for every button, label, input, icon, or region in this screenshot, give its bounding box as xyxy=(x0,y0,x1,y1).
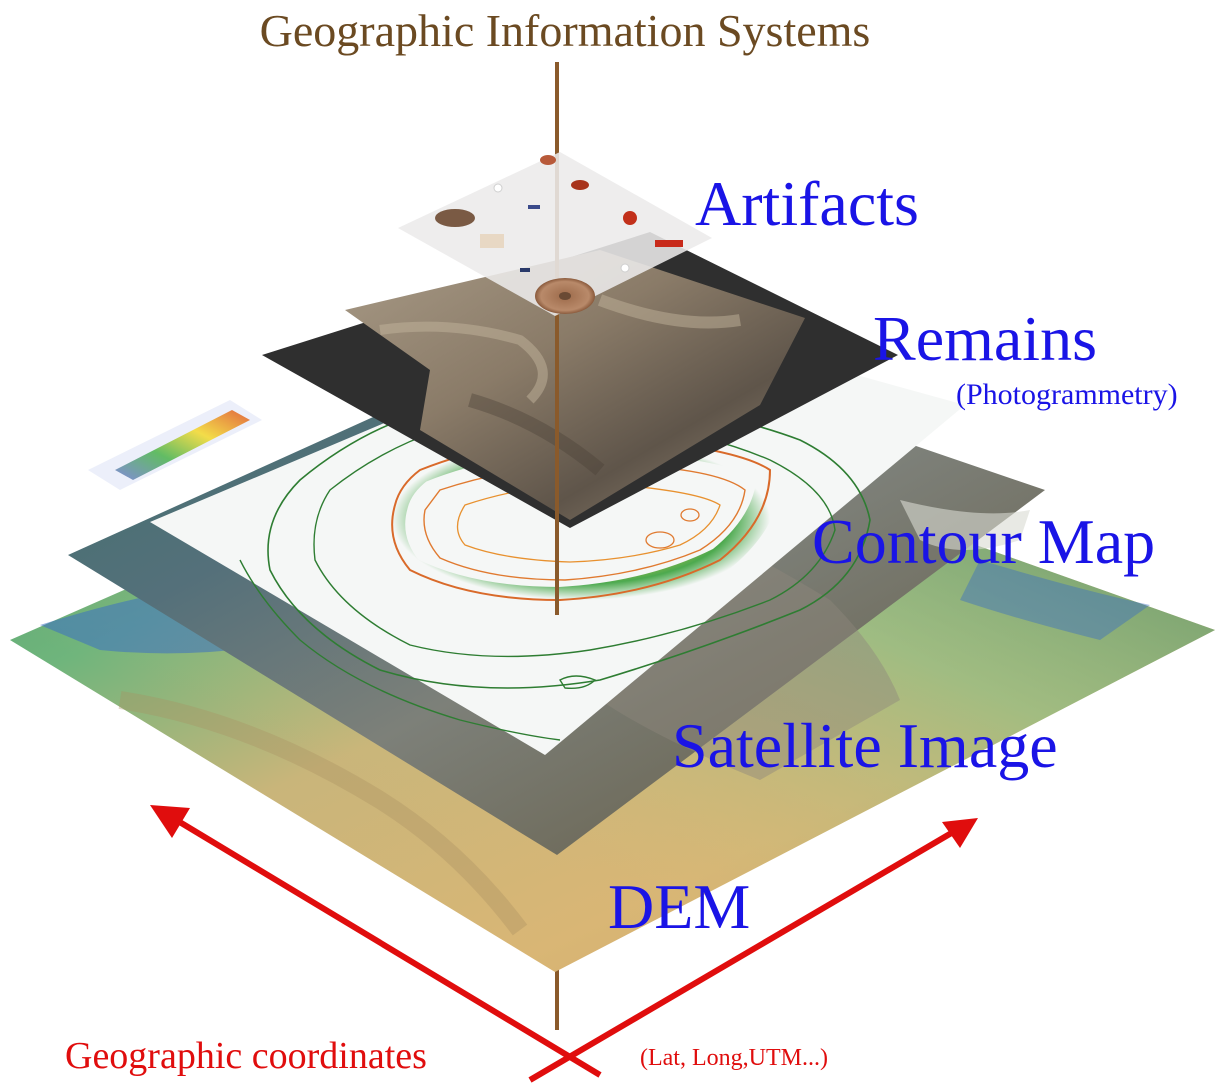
coordinate-arrows xyxy=(150,805,978,1083)
label-contour-map: Contour Map xyxy=(812,506,1156,577)
label-remains-note: (Photogrammetry) xyxy=(956,378,1178,411)
contour-legend xyxy=(88,400,262,490)
remains-layer xyxy=(262,232,898,528)
coordinates-label: Geographic coordinates xyxy=(65,1035,427,1077)
artifacts-layer xyxy=(398,152,712,316)
coordinates-note: (Lat, Long,UTM...) xyxy=(640,1045,828,1071)
diagram-title: Geographic Information Systems xyxy=(259,5,871,56)
label-dem: DEM xyxy=(608,871,751,942)
label-satellite-image: Satellite Image xyxy=(672,710,1058,781)
label-artifacts: Artifacts xyxy=(695,168,919,239)
label-remains: Remains xyxy=(873,303,1097,374)
